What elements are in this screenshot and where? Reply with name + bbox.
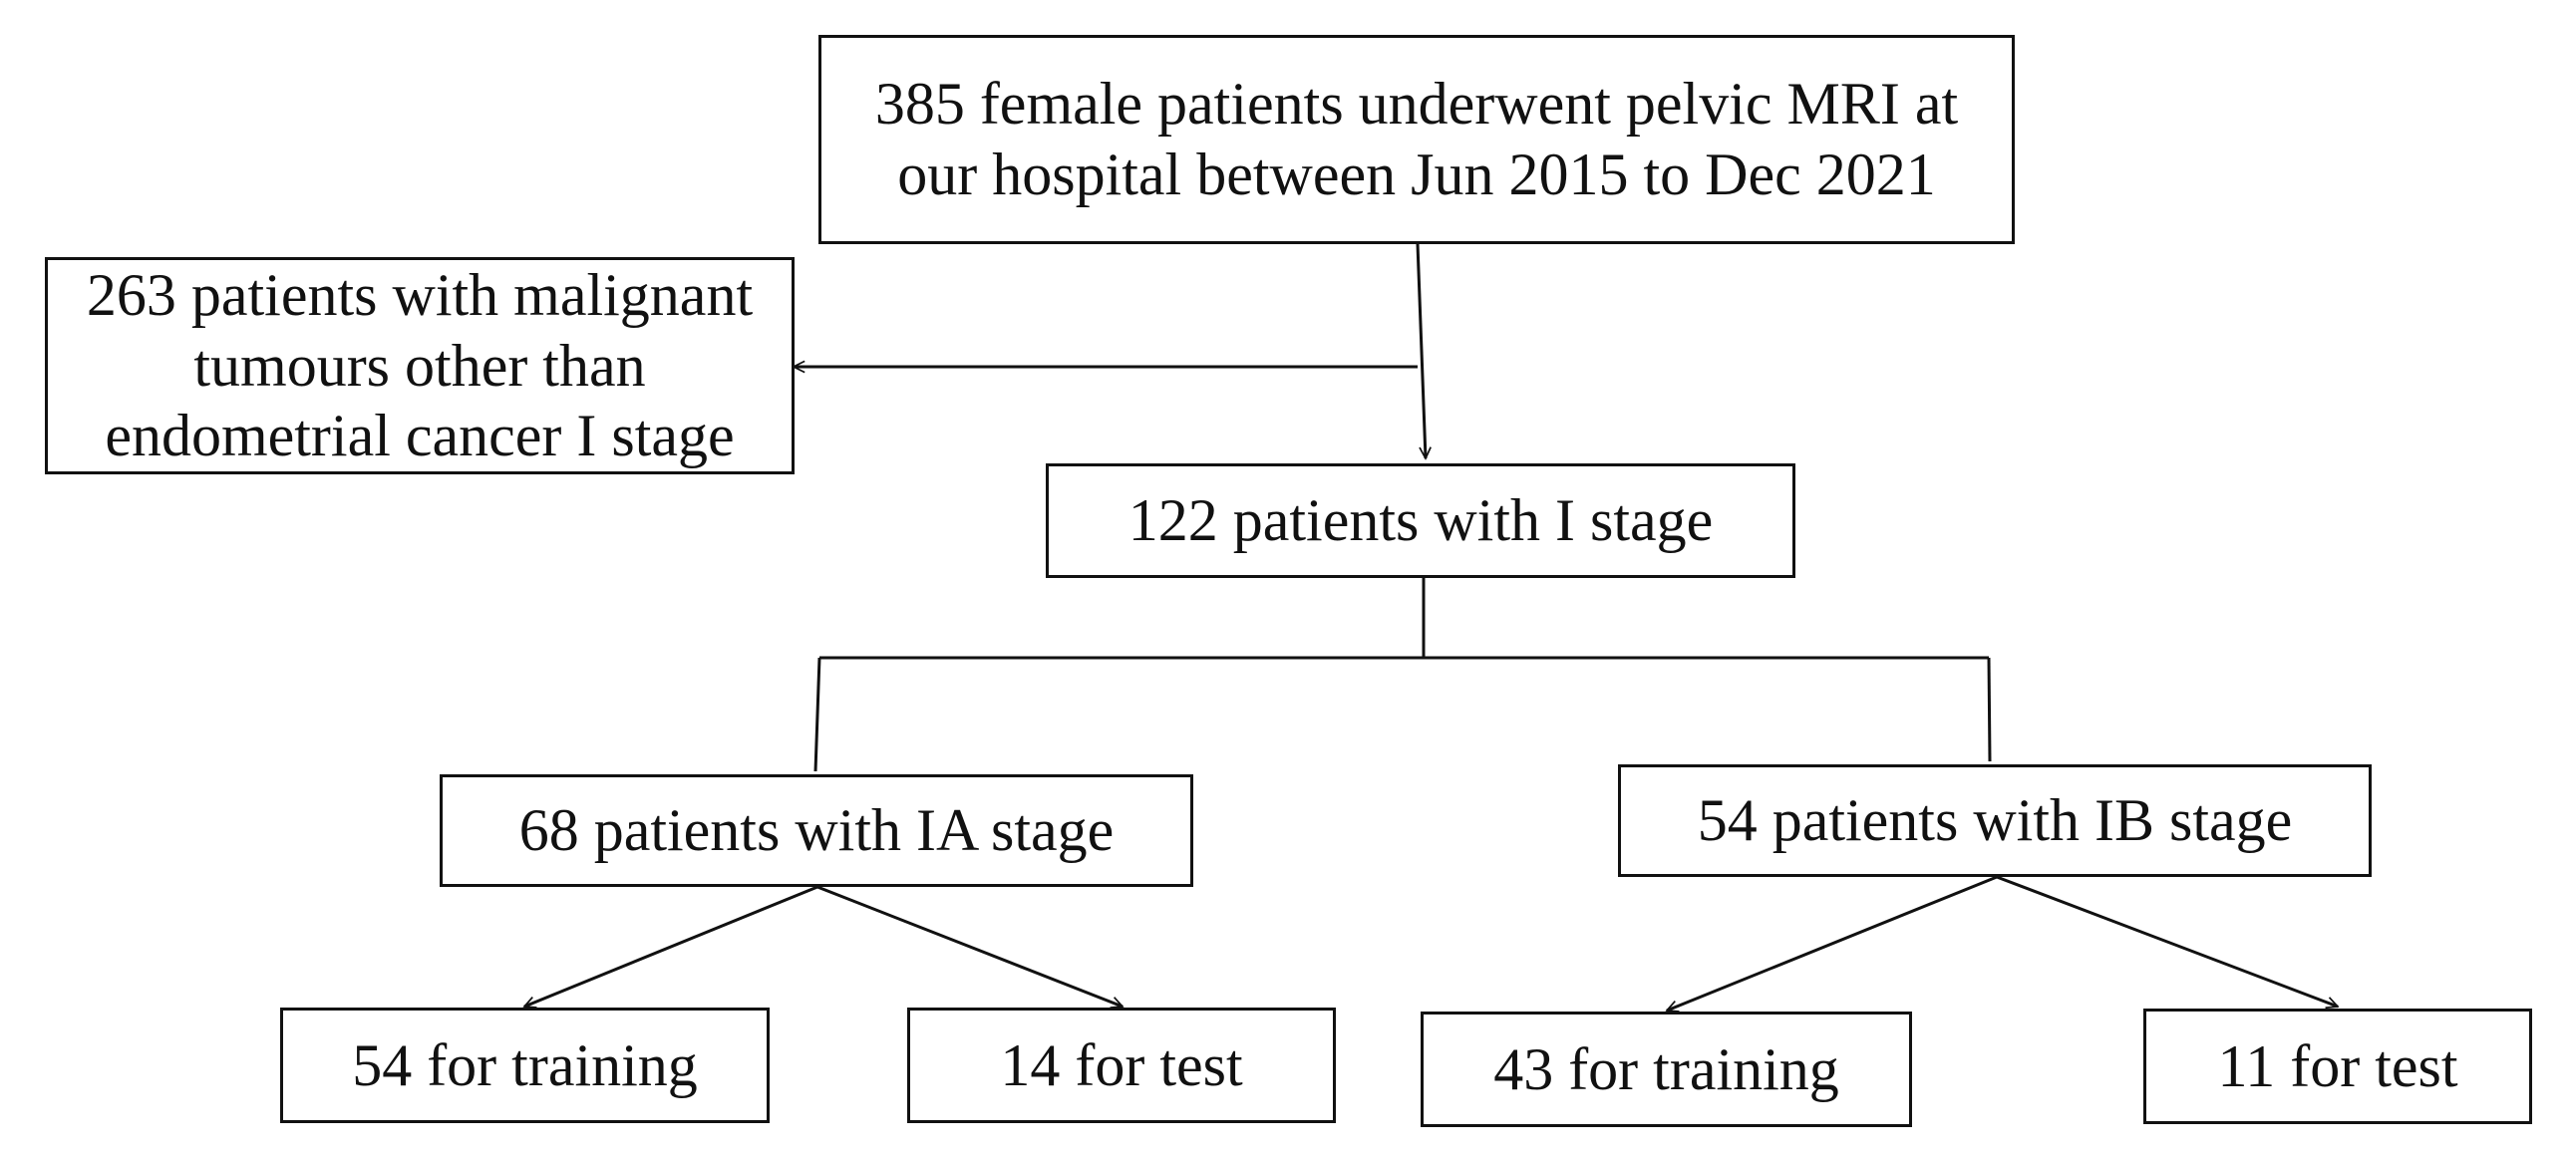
line-to-ib (1987, 657, 1992, 762)
box-ib-training-text: 43 for training (1493, 1035, 1839, 1102)
box-stage-ia-text: 68 patients with IA stage (518, 797, 1115, 864)
box-top-text: 385 female patients underwent pelvic MRI… (874, 71, 1959, 207)
box-stage-i: 122 patients with I stage (1046, 463, 1795, 578)
arrow-top-to-stage-i (1416, 243, 1426, 458)
box-ia-test: 14 for test (907, 1008, 1336, 1123)
arrow-ia-to-test (816, 885, 1123, 1007)
box-top: 385 female patients underwent pelvic MRI… (818, 35, 2015, 244)
box-stage-i-text: 122 patients with I stage (1127, 487, 1714, 554)
box-excluded: 263 patients with malignant tumours othe… (45, 257, 795, 474)
box-ia-test-text: 14 for test (1000, 1031, 1243, 1098)
box-ib-training: 43 for training (1421, 1012, 1912, 1127)
box-stage-ib: 54 patients with IB stage (1618, 764, 2372, 877)
box-ib-test: 11 for test (2143, 1009, 2532, 1124)
box-ia-training: 54 for training (280, 1008, 770, 1123)
box-excluded-text: 263 patients with malignant tumours othe… (86, 261, 754, 469)
box-stage-ia: 68 patients with IA stage (440, 774, 1193, 887)
box-ib-test-text: 11 for test (2217, 1032, 2458, 1099)
arrow-ib-to-training (1667, 875, 1998, 1011)
arrow-ia-to-training (524, 885, 818, 1007)
arrow-ib-to-test (1996, 875, 2338, 1007)
box-ia-training-text: 54 for training (352, 1031, 698, 1098)
box-stage-ib-text: 54 patients with IB stage (1697, 787, 2293, 854)
line-to-ia (813, 657, 821, 772)
